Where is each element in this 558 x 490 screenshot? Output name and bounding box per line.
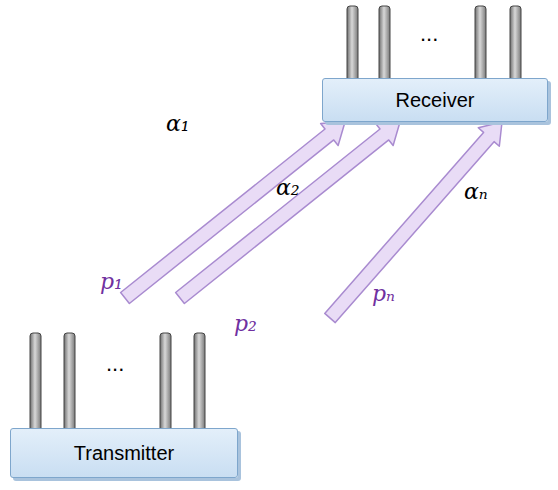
antenna [347,6,358,86]
antenna [379,6,390,86]
box-label: Receiver [396,89,475,112]
power-label: p₁ [100,270,123,294]
antenna [30,333,41,433]
gain-label: α₂ [276,176,300,200]
receiver-box: Receiver [322,78,548,122]
antenna [194,333,205,433]
ellipsis: ... [420,22,438,46]
antenna [64,333,75,433]
gain-label: α₁ [166,112,190,136]
signal-arrow [325,122,502,323]
power-label: pₙ [372,282,395,306]
antenna [475,6,486,86]
signal-arrow [121,122,345,303]
power-label: p₂ [234,312,257,336]
ellipsis: ... [106,352,124,376]
gain-label: αₙ [464,180,488,204]
antenna [160,333,171,433]
transmitter-box: Transmitter [10,428,238,478]
antenna [510,6,521,86]
box-label: Transmitter [74,442,174,465]
